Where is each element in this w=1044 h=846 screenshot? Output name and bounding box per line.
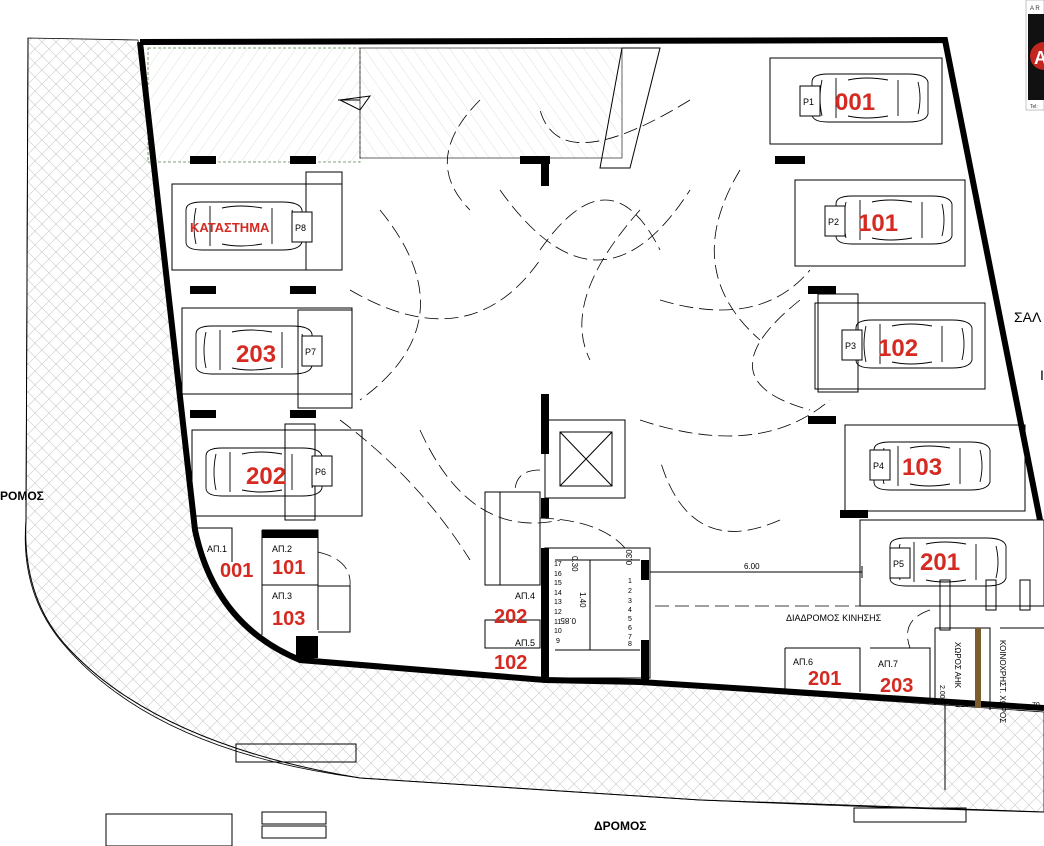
bay-id-p2: P2 [828, 217, 839, 227]
dim-corridor: 6.00 [744, 562, 760, 571]
svg-text:3: 3 [628, 598, 632, 605]
road-curb [25, 37, 1044, 813]
svg-text:13: 13 [554, 599, 562, 606]
storage-unit-6: 201 [808, 668, 841, 690]
svg-text:5: 5 [628, 616, 632, 623]
maneuver-arcs [339, 99, 831, 561]
bay-unit-202: 202 [246, 463, 286, 490]
storage-walls [195, 527, 1044, 710]
bay-id-p1: P1 [803, 97, 814, 107]
right-edge-fragment: Ι [1040, 367, 1044, 383]
dim-small-1: 2.00 [938, 685, 945, 699]
bay-unit-103: 103 [902, 454, 942, 481]
svg-text:14: 14 [554, 590, 562, 597]
storage-unit-1: 001 [220, 560, 253, 582]
storage-unit-4: 202 [494, 606, 527, 628]
svg-text:15: 15 [554, 580, 562, 587]
svg-text:1: 1 [628, 578, 632, 585]
wall-studs [190, 156, 868, 658]
storage-id-6: ΑΠ.6 [793, 657, 813, 667]
bay-unit-shop: ΚΑΤΑΣΤΗΜΑ [190, 220, 270, 235]
bay-id-p8: P8 [295, 223, 306, 233]
svg-text:8: 8 [628, 641, 632, 648]
dim-small-4: .70 [1030, 702, 1040, 709]
dim-small-2: 1.40 [988, 702, 1002, 709]
room-common: ΚΟΙΝΟΧΡΗΣΤ. ΧΩΡΟΣ [998, 640, 1007, 723]
site-outlines [105, 743, 967, 846]
svg-text:2: 2 [628, 588, 632, 595]
ramp-zone-right [359, 47, 623, 159]
storage-unit-2: 101 [272, 557, 305, 579]
storage-id-5: ΑΠ.5 [515, 638, 535, 648]
bay-unit-102: 102 [878, 335, 918, 362]
bay-id-p4: P4 [873, 461, 884, 471]
bay-id-p5: P5 [893, 559, 904, 569]
dim-stair-low: 0.85 [560, 616, 576, 625]
company-logo: A A R Tel: [1025, 0, 1044, 111]
svg-text:10: 10 [554, 628, 562, 635]
dim-small-3: 1.10 [955, 702, 969, 709]
elevator-shaft [544, 419, 626, 499]
storage-id-7: ΑΠ.7 [878, 659, 898, 669]
svg-text:4: 4 [628, 607, 632, 614]
bay-id-boxes [291, 85, 911, 579]
storage-id-1: ΑΠ.1 [207, 544, 227, 554]
bay-id-p6: P6 [315, 467, 326, 477]
svg-text:9: 9 [556, 638, 560, 645]
dim-stair-left: 0.30 [570, 556, 579, 572]
bay-unit-203: 203 [236, 341, 276, 368]
road-label-left: ΡΟΜΟΣ [0, 489, 44, 503]
ramp-zone-left [147, 47, 361, 163]
bay-id-p3: P3 [845, 341, 856, 351]
bay-id-p7: P7 [305, 347, 316, 357]
corridor-label: ΔΙΑΔΡΟΜΟΣ ΚΙΝΗΣΗΣ [786, 613, 882, 623]
outer-wall [137, 36, 1044, 711]
svg-text:6: 6 [628, 625, 632, 632]
bay-unit-201: 201 [920, 549, 960, 576]
storage-id-4: ΑΠ.4 [515, 591, 535, 601]
storage-unit-3: 103 [272, 608, 305, 630]
svg-text:A R: A R [1030, 6, 1040, 12]
storage-unit-5: 102 [494, 652, 527, 674]
svg-text:Tel:: Tel: [1030, 104, 1038, 110]
dim-stair-top: 0.30 [625, 549, 634, 565]
bay-unit-001: 001 [835, 89, 875, 116]
svg-text:17: 17 [554, 561, 562, 568]
dim-stair-mid: 1.40 [578, 592, 587, 608]
right-edge-label: ΣΑΛ [1014, 309, 1042, 325]
storage-id-3: ΑΠ.3 [272, 591, 292, 601]
svg-text:7: 7 [628, 634, 632, 641]
stair-steps: 1 2 3 4 5 6 7 8 9 10 11 12 13 14 15 16 1… [554, 559, 640, 651]
svg-text:12: 12 [554, 609, 562, 616]
svg-text:16: 16 [554, 571, 562, 578]
bay-unit-101: 101 [858, 210, 898, 237]
storage-unit-7: 203 [880, 675, 913, 697]
storage-id-2: ΑΠ.2 [272, 544, 292, 554]
svg-text:A: A [1034, 48, 1044, 68]
svg-text:11: 11 [554, 619, 561, 626]
room-ahk: ΧΩΡΟΣ ΑΗΚ [953, 642, 962, 689]
road-label-bottom: ΔΡΟΜΟΣ [594, 819, 647, 833]
